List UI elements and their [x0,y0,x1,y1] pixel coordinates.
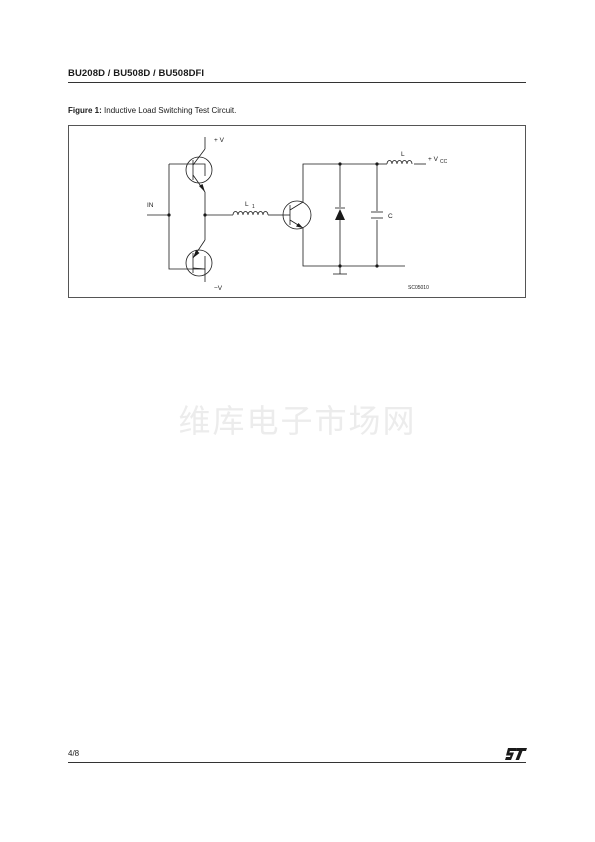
label-l: L [401,151,405,158]
label-minus-v: −V [214,285,223,292]
junction-dot [203,213,207,217]
figure-box: + V −V IN L 1 L + V CC C SC05010 [68,125,526,298]
junction-dot [338,264,342,268]
transistor-upper-icon [185,148,213,193]
figure-label: Figure 1: [68,106,102,115]
label-vcc: + V CC [428,156,448,165]
junction-dots [167,162,379,268]
diode-icon [335,207,345,223]
figure-caption: Figure 1: Inductive Load Switching Test … [68,106,236,115]
svg-text:CC: CC [440,159,448,165]
page-header-title: BU208D / BU508D / BU508DFI [68,68,205,79]
label-plus-v: + V [214,137,225,144]
junction-dot [338,162,342,166]
label-l1: L 1 [245,201,255,210]
label-c: C [388,213,393,220]
header-rule [68,82,526,83]
figure-caption-text: Inductive Load Switching Test Circuit. [104,106,237,115]
junction-dot [375,162,379,166]
inductor-l-icon [386,160,413,165]
transistor-output-icon [281,200,312,230]
svg-text:L: L [245,201,249,208]
inductor-l1-icon [232,211,269,216]
junction-dot [167,213,171,217]
footer-rule [68,762,526,763]
capacitor-icon [371,211,383,219]
watermark: 维库电子市场网 [178,402,417,440]
page-number: 4/8 [68,749,80,758]
junction-dot [375,264,379,268]
label-in: IN [147,202,154,209]
transistor-lower-icon [185,239,213,277]
svg-text:1: 1 [252,204,255,210]
figure-code: SC05010 [408,285,429,291]
st-logo [505,748,527,760]
circuit-diagram: + V −V IN L 1 L + V CC C SC05010 [147,137,448,292]
svg-text:+ V: + V [428,156,439,163]
wiring [147,137,426,282]
